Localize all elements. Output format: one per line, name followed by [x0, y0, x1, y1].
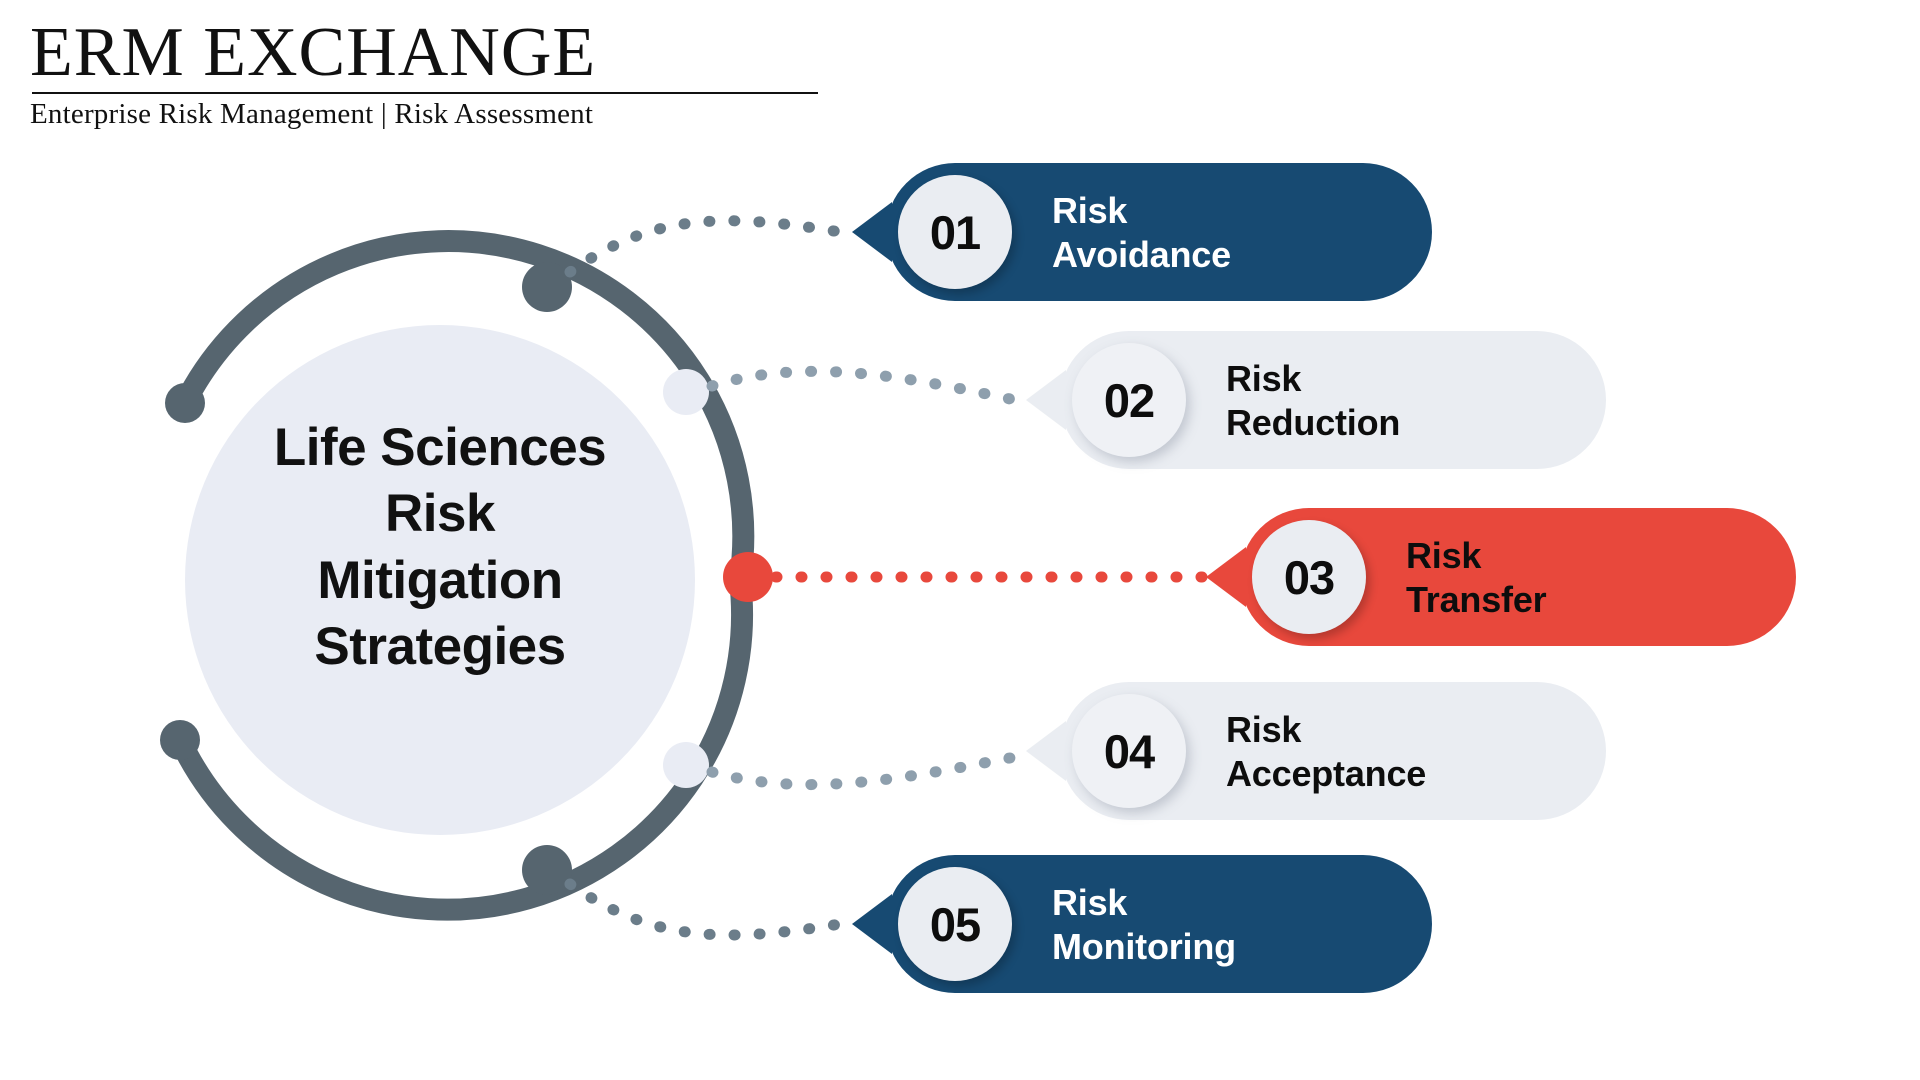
item-03-label-line-1: Risk [1406, 535, 1482, 576]
logo-divider [32, 92, 818, 94]
item-02-label-line-2: Reduction [1226, 401, 1401, 443]
hub-circle [185, 325, 695, 835]
arc-node-03[interactable] [723, 552, 773, 602]
logo-tagline: Enterprise Risk Management | Risk Assess… [30, 98, 594, 130]
item-02-label-line-1: Risk [1226, 358, 1302, 399]
item-01-number-badge: 01 [898, 175, 1012, 289]
item-03-label-line-2: Transfer [1406, 578, 1547, 620]
item-04-label-line-2: Acceptance [1226, 752, 1427, 794]
arc-node-04[interactable] [663, 742, 709, 788]
item-01-label-line-2: Avoidance [1052, 233, 1231, 275]
item-02-pointer-icon [1026, 370, 1066, 430]
connector-line-02 [706, 365, 1021, 406]
item-04-label-line-1: Risk [1226, 709, 1302, 750]
hub-arc-upper [174, 230, 755, 591]
arc-node-05[interactable] [522, 845, 572, 895]
connector-line-04 [706, 751, 1021, 791]
item-05-label-line-1: Risk [1052, 882, 1128, 923]
arc-endpoint-top-icon [165, 383, 205, 423]
item-03-pointer-icon [1206, 547, 1246, 607]
connector-line-05 [564, 878, 846, 941]
item-04-pointer-icon [1026, 721, 1066, 781]
item-03-number-badge: 03 [1252, 520, 1366, 634]
item-01-pointer-icon [852, 202, 892, 262]
arc-endpoint-bottom-icon [160, 720, 200, 760]
item-05-label-line-2: Monitoring [1052, 925, 1236, 967]
arc-node-01[interactable] [522, 262, 572, 312]
item-05-pointer-icon [852, 894, 892, 954]
item-05-number-badge: 05 [898, 867, 1012, 981]
brand-logo: ERM EXCHANGE Enterprise Risk Management … [30, 18, 830, 131]
item-01-label-line-1: Risk [1052, 190, 1128, 231]
hub-arc-lower [169, 569, 753, 921]
logo-title: ERM EXCHANGE [30, 14, 597, 91]
arc-node-02[interactable] [663, 369, 709, 415]
item-02-number-badge: 02 [1072, 343, 1186, 457]
item-04-number-badge: 04 [1072, 694, 1186, 808]
connector-line-01 [564, 215, 846, 278]
